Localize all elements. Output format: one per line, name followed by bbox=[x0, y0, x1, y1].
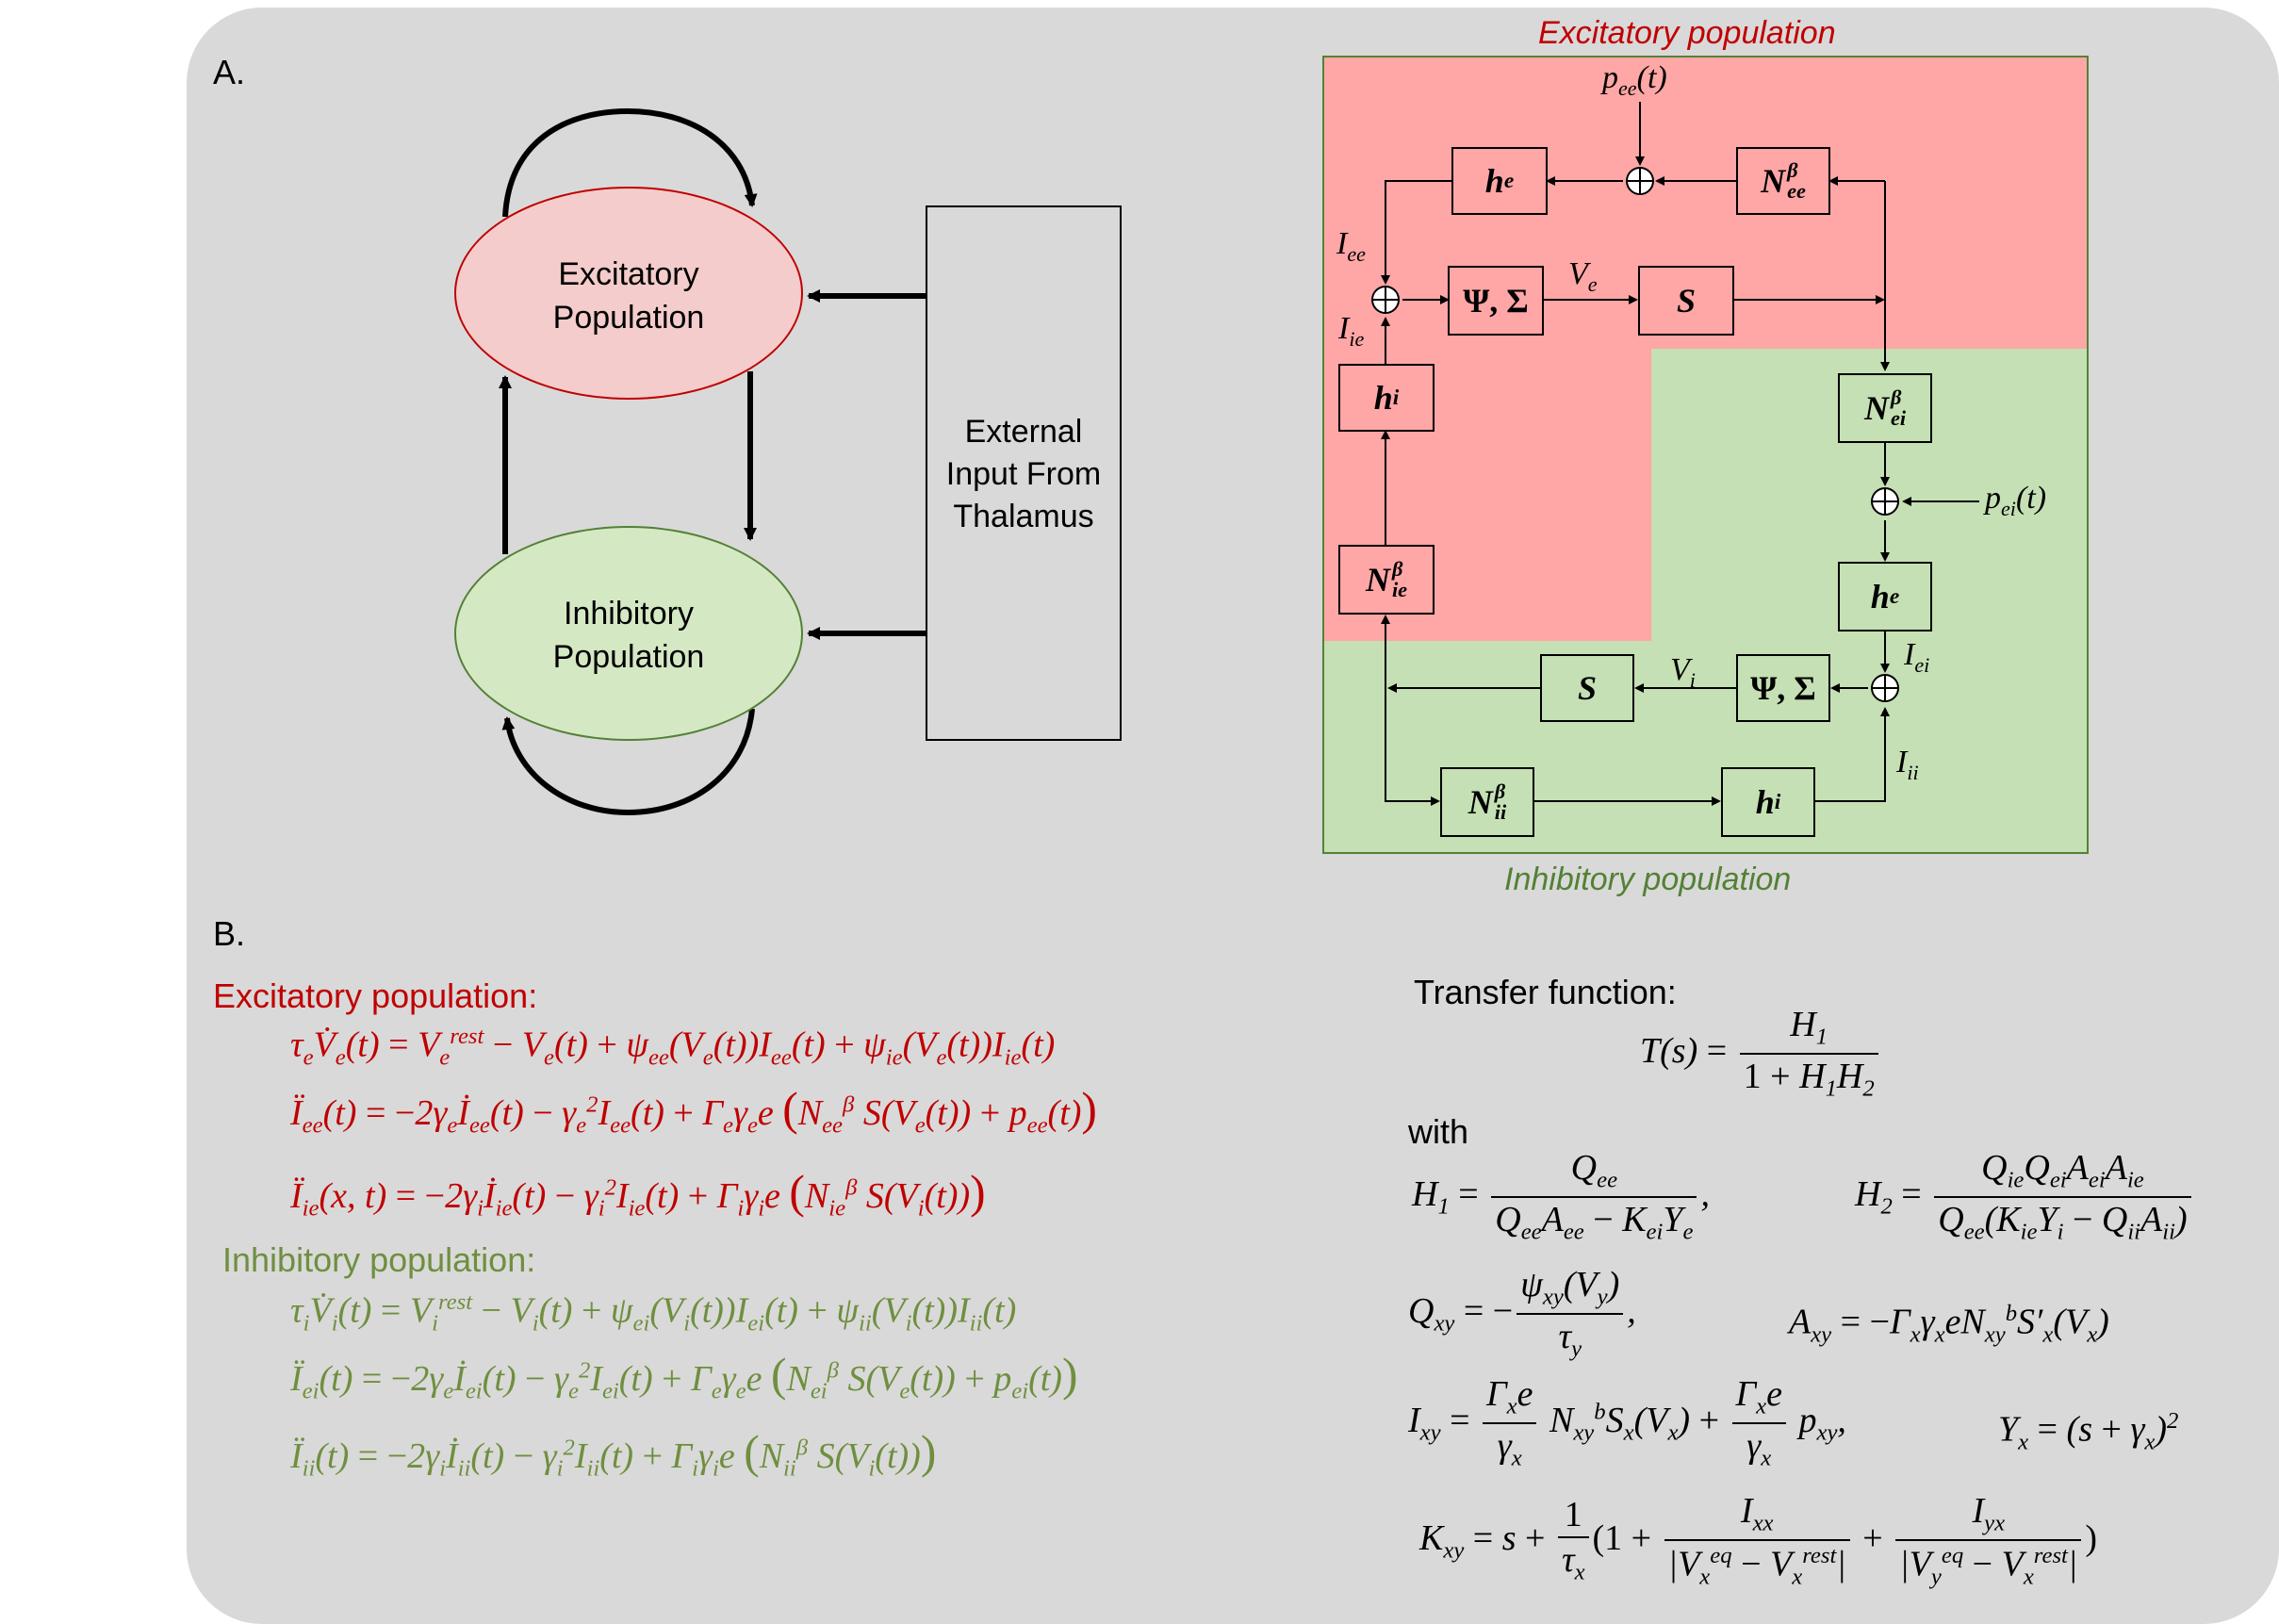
block-psi-sigma-i: Ψ, Σ bbox=[1736, 654, 1830, 722]
eq-axy: Axy = −ΓxγxeNxybS′x(Vx) bbox=[1789, 1301, 2109, 1348]
signal-i-ii: Iii bbox=[1896, 745, 1919, 784]
eq-excitatory-iie: Ïie(x, t) = −2γiİie(t) − γi2Iie(t) + Γiγ… bbox=[290, 1166, 986, 1222]
with-label: with bbox=[1408, 1112, 1469, 1151]
eq-inhibitory-voltage: τiV̇i(t) = Virest − Vi(t) + ψei(Vi(t))Ie… bbox=[290, 1289, 1017, 1337]
eq-yx: Yx = (s + γx)2 bbox=[1998, 1408, 2179, 1455]
block-excitatory-title: Excitatory population bbox=[1538, 15, 1836, 51]
excitatory-population-node bbox=[454, 187, 803, 400]
signal-p-ee: pee(t) bbox=[1602, 60, 1667, 100]
inhibitory-population-node bbox=[454, 526, 803, 741]
panel-a-label: A. bbox=[213, 53, 246, 91]
signal-i-ee: Iee bbox=[1336, 226, 1366, 266]
signal-p-ei: pei(t) bbox=[1985, 481, 2047, 520]
eq-inhibitory-iei: Ïei(t) = −2γeİei(t) − γe2Iei(t) + Γeγee … bbox=[290, 1349, 1078, 1404]
excitatory-heading: Excitatory population: bbox=[213, 976, 538, 1015]
panel-b-label: B. bbox=[213, 914, 246, 953]
block-s-e: S bbox=[1638, 266, 1734, 336]
excitatory-node-label: Excitatory Population bbox=[552, 256, 705, 336]
block-psi-sigma-e: Ψ, Σ bbox=[1448, 266, 1544, 336]
block-inhibitory-title: Inhibitory population bbox=[1504, 861, 1792, 897]
thalamus-box-label: External Input From Thalamus bbox=[945, 414, 1102, 534]
signal-i-ei: Iei bbox=[1904, 637, 1930, 677]
eq-excitatory-voltage: τeV̇e(t) = Verest − Ve(t) + ψee(Ve(t))Ie… bbox=[290, 1024, 1056, 1071]
transfer-function-heading: Transfer function: bbox=[1414, 973, 1677, 1011]
signal-v-e: Ve bbox=[1568, 256, 1598, 296]
eq-inhibitory-iii: Ïii(t) = −2γiİii(t) − γi2Iii(t) + Γiγie … bbox=[290, 1426, 937, 1482]
inhibitory-node-label: Inhibitory Population bbox=[552, 596, 705, 675]
block-s-i: S bbox=[1540, 654, 1634, 722]
signal-i-ie: Iie bbox=[1338, 311, 1365, 351]
eq-excitatory-iee: Ïee(t) = −2γeİee(t) − γe2Iee(t) + Γeγee … bbox=[290, 1083, 1097, 1139]
signal-v-i: Vi bbox=[1670, 652, 1696, 692]
inhibitory-heading: Inhibitory population: bbox=[222, 1240, 536, 1279]
thalamus-input-box bbox=[926, 205, 1122, 741]
eq-qxy: Qxy = −ψxy(Vy)τy, bbox=[1408, 1265, 1636, 1362]
